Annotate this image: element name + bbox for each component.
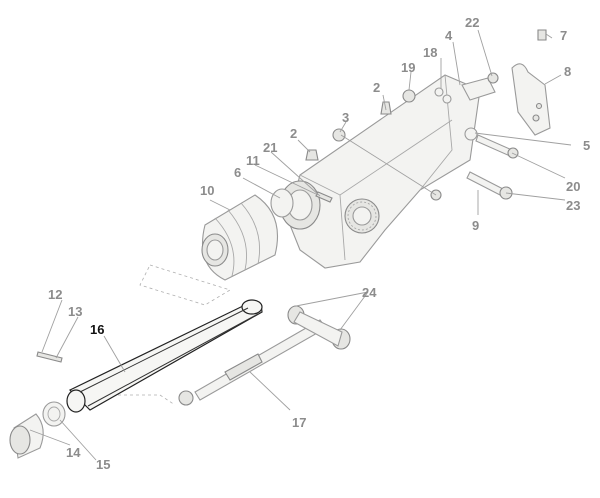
bracket-part-22[interactable]: [461, 72, 499, 101]
ring-part-6[interactable]: [270, 188, 294, 218]
callout-label: 13: [68, 304, 82, 319]
nut-part-19[interactable]: [402, 89, 416, 103]
bushing-part-14[interactable]: [9, 413, 44, 459]
alignment-line: [139, 264, 231, 306]
callout-label: 9: [472, 218, 479, 233]
callout-label: 8: [564, 64, 571, 79]
sprocket-part[interactable]: [344, 198, 380, 234]
callout-label: 7: [560, 28, 567, 43]
callout-label: 17: [292, 415, 306, 430]
nut-part-3[interactable]: [332, 128, 346, 142]
callout-label-highlighted: 16: [90, 322, 104, 337]
callout-label: 20: [566, 179, 580, 194]
leader-lines: [29, 29, 572, 461]
callout-label: 22: [465, 15, 479, 30]
callout-label: 14: [66, 445, 81, 460]
bellows-part[interactable]: [201, 194, 279, 281]
callout-label: 18: [423, 45, 437, 60]
callout-label: 11: [246, 153, 260, 168]
rod-part-17[interactable]: [178, 319, 327, 406]
callout-label: 5: [583, 138, 590, 153]
callout-label: 23: [566, 198, 580, 213]
callout-label: 24: [362, 285, 377, 300]
callout-label: 12: [48, 287, 62, 302]
link-arm-part[interactable]: [293, 311, 343, 347]
callout-label: 2: [373, 80, 380, 95]
tube-part-16[interactable]: [66, 299, 263, 413]
alignment-line: [100, 394, 176, 406]
callout-label: 6: [234, 165, 241, 180]
bolt-part-9[interactable]: [466, 171, 513, 200]
washer-part-18[interactable]: [434, 87, 452, 104]
cap-part-7[interactable]: [537, 29, 547, 41]
washer-part-15[interactable]: [42, 401, 66, 427]
latch-part-8[interactable]: [511, 63, 551, 136]
callout-label: 15: [96, 457, 110, 472]
bolt-part-20[interactable]: [475, 134, 519, 159]
callout-label: 4: [445, 28, 453, 43]
pin-part-13[interactable]: [36, 351, 63, 363]
callout-label: 19: [401, 60, 415, 75]
washer-part-5[interactable]: [464, 127, 478, 141]
callout-label: 3: [342, 110, 349, 125]
fastener-part-2b[interactable]: [305, 149, 319, 161]
callout-label: 2: [290, 126, 297, 141]
callout-label: 10: [200, 183, 214, 198]
housing-part[interactable]: [279, 74, 481, 269]
callout-label: 21: [263, 140, 277, 155]
